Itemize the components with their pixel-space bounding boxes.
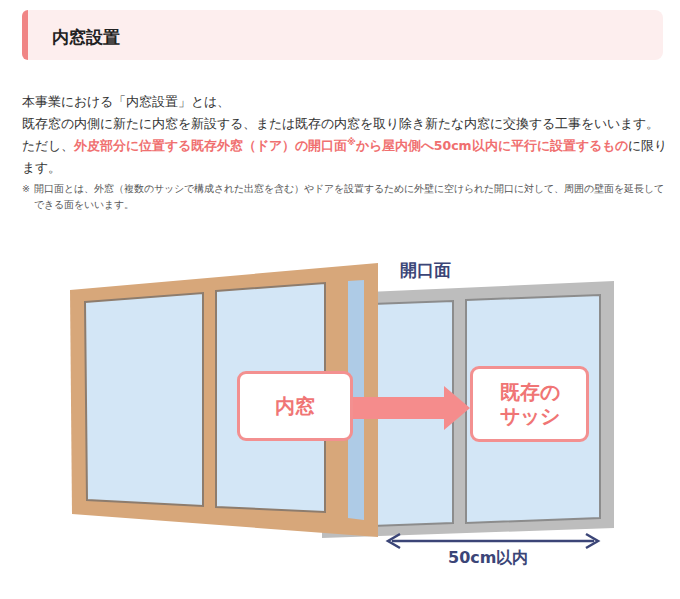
callout-box: 内窓 (237, 371, 353, 441)
note-mark: ※ (22, 181, 34, 213)
callout-text: 内窓 (275, 394, 315, 418)
note-text: 開口面とは、外窓（複数のサッシで構成された出窓を含む）やドアを設置するために外壁… (34, 181, 670, 213)
text-run: ただし、 (22, 138, 74, 153)
arrow-connector (353, 386, 470, 430)
text-run: 既存窓の内側に新たに内窓を新設する、または既存の内窓を取り除き新たな内窓に交換す… (22, 116, 659, 131)
arrow-shape (353, 386, 470, 430)
note: ※開口面とは、外窓（複数のサッシで構成された出窓を含む）やドアを設置するために外… (22, 181, 670, 213)
text-line: 既存窓の内側に新たに内窓を新設する、または既存の内窓を取り除き新たな内窓に交換す… (22, 113, 670, 135)
text-run: 外皮部分に位置する既存外窓（ドア）の開口面 (74, 138, 347, 153)
section-title: 内窓設置 (52, 24, 120, 50)
text-line: 本事業における「内窓設置」とは、 (22, 91, 670, 113)
callout-box: 既存のサッシ (470, 366, 589, 442)
dimension-arrowhead (388, 534, 400, 548)
footnote-mark: ※ (347, 137, 356, 147)
callout-text: 既存のサッシ (497, 380, 563, 428)
inner-window-frame (70, 263, 378, 537)
dimension-line (392, 540, 594, 543)
text-line: ただし、外皮部分に位置する既存外窓（ドア）の開口面※から屋内側へ50cm以内に平… (22, 135, 670, 179)
header-accent (22, 10, 28, 60)
dimension-label: 50cm以内 (448, 548, 528, 569)
text-run: から屋内側へ50cm以内に平行に設置するもの (356, 138, 628, 153)
plane-label: 開口面 (398, 259, 453, 282)
existing-sash-pane (466, 295, 600, 523)
dimension-arrowhead (586, 534, 598, 548)
inner-window-pane (85, 293, 203, 506)
text-run: 本事業における「内窓設置」とは、 (22, 94, 230, 109)
body-text: 本事業における「内窓設置」とは、既存窓の内側に新たに内窓を新設する、または既存の… (22, 91, 670, 179)
